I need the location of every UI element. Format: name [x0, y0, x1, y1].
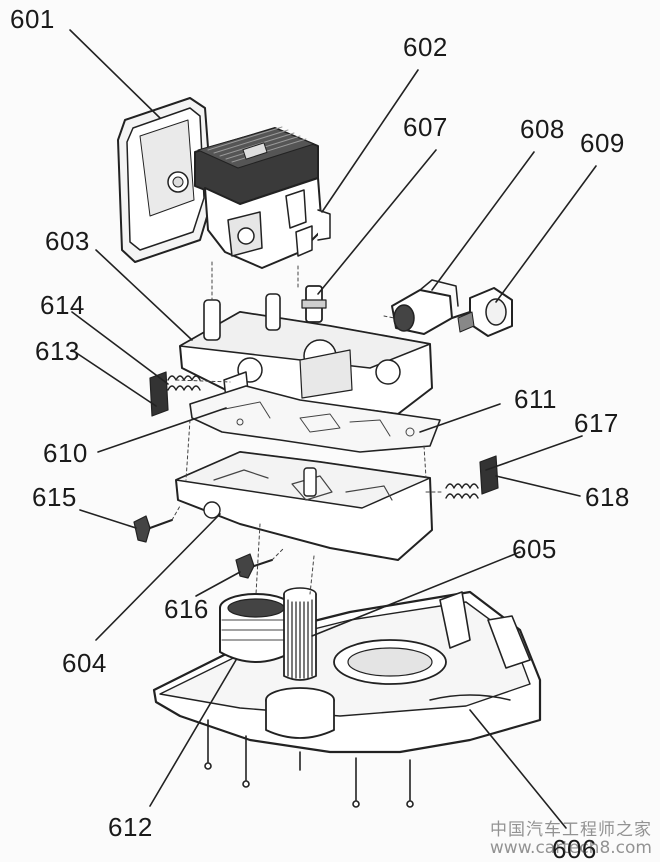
- part-608-solenoid: [391, 279, 471, 335]
- callout-614: 614: [40, 290, 85, 320]
- part-601-filter-housing: [117, 97, 213, 263]
- part-606-base-housing: [152, 590, 542, 754]
- part-604-lower-valve-body: [175, 451, 433, 561]
- assembly-guide-lines: [171, 261, 445, 595]
- part-609-solenoid: [457, 287, 513, 337]
- part-617-spring: [445, 483, 479, 499]
- part-618-plug: [479, 455, 499, 495]
- callout-613: 613: [35, 336, 80, 366]
- leader-lines: [69, 29, 597, 829]
- callout-611: 611: [514, 384, 557, 414]
- part-612-pump: [219, 593, 293, 663]
- watermark: 中国汽车工程师之家 www.cartech8.com: [489, 820, 652, 859]
- callout-601: 601: [10, 4, 55, 34]
- callout-605: 605: [512, 534, 557, 564]
- watermark-site-name: 中国汽车工程师之家: [490, 820, 652, 841]
- part-614-spring: [167, 375, 201, 391]
- callout-615: 615: [32, 482, 77, 512]
- part-602-control-module: [194, 126, 331, 269]
- callout-607: 607: [403, 112, 448, 142]
- callout-608: 608: [520, 114, 565, 144]
- base-bolts: [204, 719, 414, 808]
- callout-616: 616: [164, 594, 209, 624]
- callout-617: 617: [574, 408, 619, 438]
- callout-604: 604: [62, 648, 107, 678]
- part-611-separator-plate: [189, 385, 441, 453]
- callout-606: 606: [552, 834, 597, 862]
- callout-612: 612: [108, 812, 153, 842]
- callout-618: 618: [585, 482, 630, 512]
- part-616-clip: [235, 553, 273, 579]
- part-615-clip: [133, 515, 173, 543]
- callout-610: 610: [43, 438, 88, 468]
- callout-609: 609: [580, 128, 625, 158]
- part-613-plug: [149, 371, 169, 417]
- watermark-url: www.cartech8.com: [489, 838, 652, 859]
- part-607-sensor: [301, 285, 327, 323]
- callout-602: 602: [403, 32, 448, 62]
- callout-603: 603: [45, 226, 90, 256]
- part-605-filter: [265, 587, 335, 739]
